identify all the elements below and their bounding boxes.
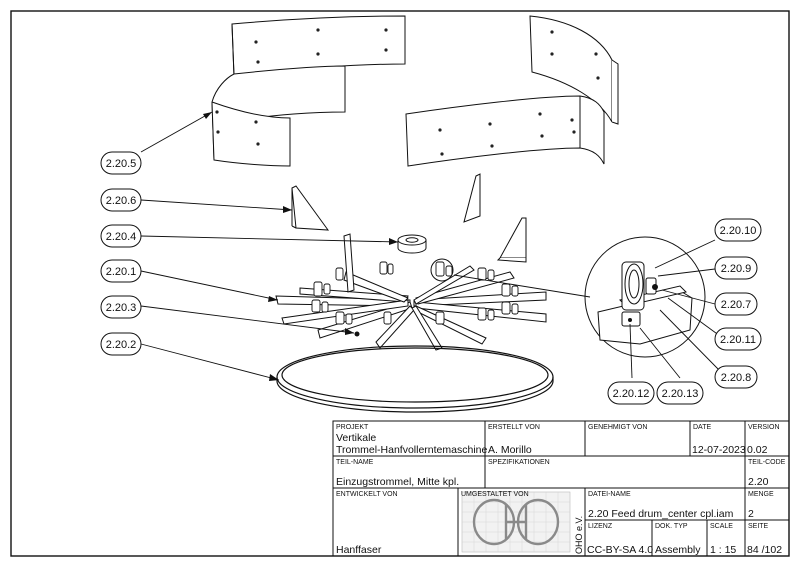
tb-entwickelt-value: Hanffaser bbox=[336, 544, 382, 556]
gusset-plates bbox=[291, 173, 527, 263]
tb-erstellt-value: A. Morillo bbox=[488, 444, 532, 456]
base-ring bbox=[276, 345, 554, 413]
svg-text:2.20.4: 2.20.4 bbox=[106, 231, 137, 243]
tb-version-label: VERSION bbox=[748, 424, 780, 431]
bolt-marker bbox=[354, 331, 360, 337]
gusset-center bbox=[463, 173, 481, 223]
oho-logo bbox=[461, 491, 571, 553]
tb-scale-value: 1 : 15 bbox=[710, 544, 736, 556]
tb-dateiname-label: DATEI-NAME bbox=[588, 491, 631, 498]
tb-erstellt-label: ERSTELLT VON bbox=[488, 424, 540, 431]
tb-teilname-label: TEIL-NAME bbox=[336, 459, 374, 466]
title-block bbox=[332, 420, 790, 557]
tb-teilcode-value: 2.20 bbox=[748, 476, 769, 488]
tb-date-label: DATE bbox=[693, 424, 711, 431]
callout-2-20-1: 2.20.1 bbox=[100, 259, 142, 283]
tb-oho-vertical: OHO e.V. bbox=[574, 516, 584, 554]
tb-spez-label: SPEZIFIKATIONEN bbox=[488, 459, 550, 466]
svg-text:2.20.12: 2.20.12 bbox=[613, 388, 650, 400]
detail-view bbox=[584, 236, 706, 358]
callout-2-20-8: 2.20.8 bbox=[714, 365, 758, 389]
svg-text:2.20.3: 2.20.3 bbox=[106, 302, 137, 314]
leader-lines bbox=[140, 111, 721, 381]
tb-projekt-line2: Trommel-Hanfvollerntemaschine bbox=[336, 444, 487, 456]
tb-seite-value: 84 /102 bbox=[747, 544, 782, 556]
tb-dateiname-value: 2.20 Feed drum_center cpl.iam bbox=[588, 508, 734, 520]
detail-marker-circle bbox=[430, 258, 454, 282]
callout-2-20-4: 2.20.4 bbox=[100, 224, 142, 248]
tb-projekt-line1: Vertikale bbox=[336, 432, 376, 444]
callout-2-20-5: 2.20.5 bbox=[100, 151, 142, 175]
hub-ring bbox=[397, 234, 427, 254]
tb-genehmigt-label: GENEHMIGT VON bbox=[588, 424, 647, 431]
callout-2-20-13: 2.20.13 bbox=[656, 381, 704, 405]
tb-lizenz-label: LIZENZ bbox=[588, 523, 613, 530]
callout-2-20-10: 2.20.10 bbox=[714, 218, 762, 242]
svg-text:2.20.13: 2.20.13 bbox=[662, 388, 699, 400]
gusset-right bbox=[499, 217, 527, 259]
callout-2-20-3: 2.20.3 bbox=[100, 295, 142, 319]
detail-view-circle bbox=[584, 236, 706, 358]
tb-doktyp-label: DOK. TYP bbox=[655, 523, 688, 530]
tb-lizenz-value: CC-BY-SA 4.0 bbox=[587, 544, 653, 556]
svg-text:2.20.1: 2.20.1 bbox=[106, 266, 137, 278]
tb-teilname-value: Einzugstrommel, Mitte kpl. bbox=[336, 476, 459, 488]
drawing-border bbox=[10, 10, 790, 557]
svg-text:2.20.7: 2.20.7 bbox=[721, 299, 752, 311]
tb-menge-value: 2 bbox=[748, 508, 754, 520]
callout-2-20-6: 2.20.6 bbox=[100, 188, 142, 212]
callout-2-20-7: 2.20.7 bbox=[714, 292, 758, 316]
svg-text:2.20.10: 2.20.10 bbox=[720, 225, 757, 237]
callout-2-20-2: 2.20.2 bbox=[100, 332, 142, 356]
wall-panel-holes bbox=[215, 28, 600, 156]
svg-text:2.20.9: 2.20.9 bbox=[721, 263, 752, 275]
leader-arrowheads bbox=[203, 112, 398, 381]
svg-text:2.20.11: 2.20.11 bbox=[720, 334, 756, 346]
tb-projekt-label: PROJEKT bbox=[336, 424, 369, 431]
svg-text:2.20.6: 2.20.6 bbox=[106, 195, 137, 207]
tb-date-value: 12-07-2023 bbox=[692, 444, 746, 456]
tb-version-value: 0.02 bbox=[747, 444, 768, 456]
tb-seite-label: SEITE bbox=[748, 523, 769, 530]
tb-entwickelt-label: ENTWICKELT VON bbox=[336, 491, 398, 498]
tb-doktyp-value: Assembly bbox=[655, 544, 701, 556]
drum-wall-segments bbox=[211, 15, 619, 167]
tb-teilcode-label: TEIL-CODE bbox=[748, 459, 786, 466]
tb-menge-label: MENGE bbox=[748, 491, 774, 498]
callout-2-20-9: 2.20.9 bbox=[714, 256, 758, 280]
wall-panel-front-right bbox=[405, 95, 605, 167]
svg-text:2.20.2: 2.20.2 bbox=[106, 339, 137, 351]
tb-umgestaltet-label: UMGESTALTET VON bbox=[461, 491, 529, 498]
callout-2-20-11: 2.20.11 bbox=[714, 327, 762, 351]
svg-text:2.20.8: 2.20.8 bbox=[721, 372, 752, 384]
gusset-left bbox=[291, 185, 330, 231]
tb-scale-label: SCALE bbox=[710, 523, 733, 530]
callout-2-20-12: 2.20.12 bbox=[607, 381, 655, 405]
svg-text:2.20.5: 2.20.5 bbox=[106, 158, 137, 170]
roller-hooks bbox=[311, 261, 519, 325]
